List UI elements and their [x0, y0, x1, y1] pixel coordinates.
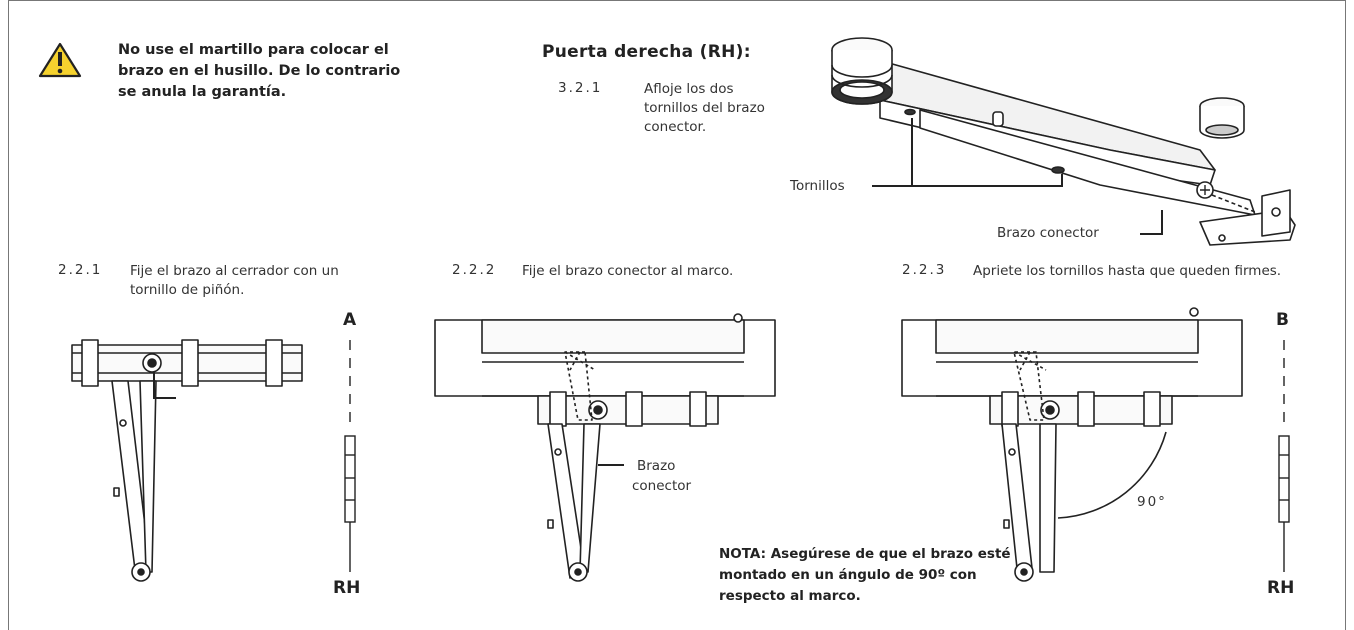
- step-2-2-3-text: Apriete los tornillos hasta que queden f…: [973, 263, 1282, 279]
- hinge-left: [344, 340, 356, 572]
- step-2-2-3-number: 2.2.3: [902, 262, 947, 278]
- hinge-right: [1278, 340, 1290, 572]
- step-2-2-1-number: 2.2.1: [58, 262, 103, 278]
- note-text: NOTA: Asegúrese de que el brazo esté mon…: [719, 546, 1011, 604]
- step-2-2-2-number: 2.2.2: [452, 262, 497, 278]
- step-3-2-1-text: Afloje los dos tornillos del brazo conec…: [644, 81, 765, 135]
- step-3-2-1-number: 3.2.1: [558, 80, 603, 96]
- step-2-2-1-text: Fije el brazo al cerrador con un tornill…: [130, 263, 339, 298]
- step-2-2-2-text: Fije el brazo conector al marco.: [522, 263, 734, 279]
- warning-text: No use el martillo para colocar el brazo…: [118, 42, 401, 100]
- page-frame: [8, 0, 1346, 630]
- warning-triangle-icon: [38, 42, 82, 78]
- leader-lines-top: [872, 118, 1163, 235]
- label-connector-arm: Brazo conector: [997, 225, 1099, 241]
- closer-arm-drawing-1: [71, 339, 303, 582]
- frame-arm-drawing-2: [434, 313, 776, 582]
- leader-line-1: [153, 372, 176, 399]
- label-rh-right: RH: [1267, 578, 1295, 598]
- label-brazo: Brazo: [637, 458, 676, 474]
- label-angle: 90°: [1137, 494, 1167, 510]
- label-conector: conector: [632, 478, 692, 494]
- label-b: B: [1276, 310, 1289, 330]
- connector-arm-3d-drawing: [831, 37, 1296, 246]
- right-door-title: Puerta derecha (RH):: [542, 42, 751, 62]
- label-rh-left: RH: [333, 578, 361, 598]
- label-screws: Tornillos: [790, 178, 845, 194]
- frame-arm-drawing-3: [901, 307, 1243, 582]
- label-a: A: [343, 310, 357, 330]
